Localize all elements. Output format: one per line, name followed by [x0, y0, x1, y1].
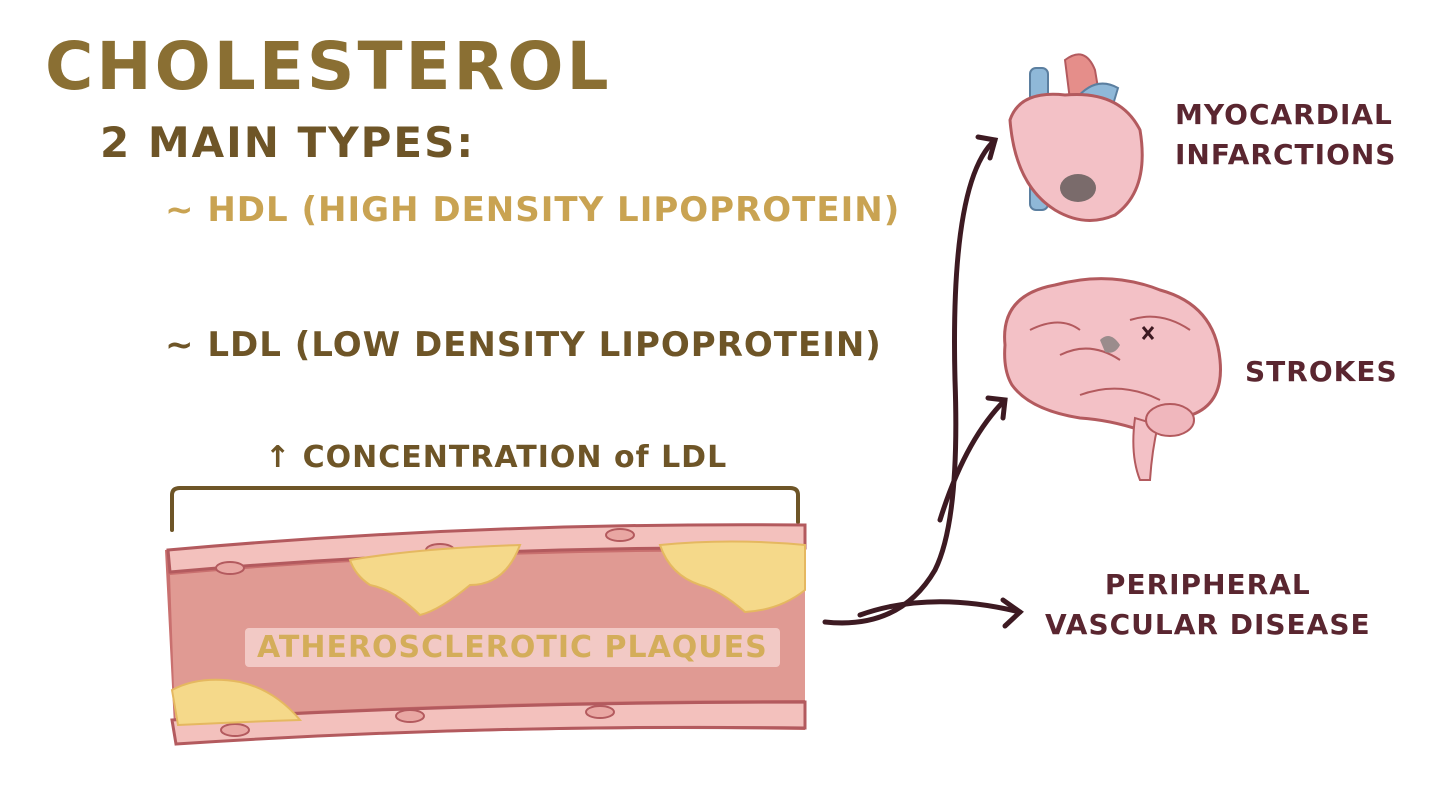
mi-line-2: INFARCTIONS — [1175, 138, 1397, 171]
page-title: CHOLESTEROL — [45, 28, 612, 105]
plaque-3 — [170, 678, 303, 727]
plaque-label: ATHEROSCLEROTIC PLAQUES — [245, 628, 780, 667]
peripheral-vascular-disease-label: PERIPHERAL VASCULAR DISEASE — [1045, 565, 1371, 645]
mi-line-1: MYOCARDIAL — [1175, 98, 1393, 131]
brain-icon — [1003, 277, 1222, 481]
ldl-bracket — [170, 486, 800, 532]
concentration-label: ↑ CONCENTRATION of LDL — [265, 440, 728, 475]
subtitle: 2 MAIN TYPES: — [100, 118, 476, 167]
strokes-label: STROKES — [1245, 355, 1398, 388]
plaque-2 — [658, 540, 806, 614]
plaque-1 — [348, 543, 522, 617]
outcome-arrows — [822, 134, 1024, 629]
myocardial-infarctions-label: MYOCARDIAL INFARCTIONS — [1175, 95, 1396, 175]
hdl-label: ~ HDL (HIGH DENSITY LIPOPROTEIN) — [165, 190, 901, 230]
pvd-line-1: PERIPHERAL — [1104, 568, 1311, 601]
heart-icon — [1008, 53, 1144, 222]
pvd-line-2: VASCULAR DISEASE — [1045, 608, 1371, 641]
ldl-label: ~ LDL (LOW DENSITY LIPOPROTEIN) — [165, 325, 882, 365]
